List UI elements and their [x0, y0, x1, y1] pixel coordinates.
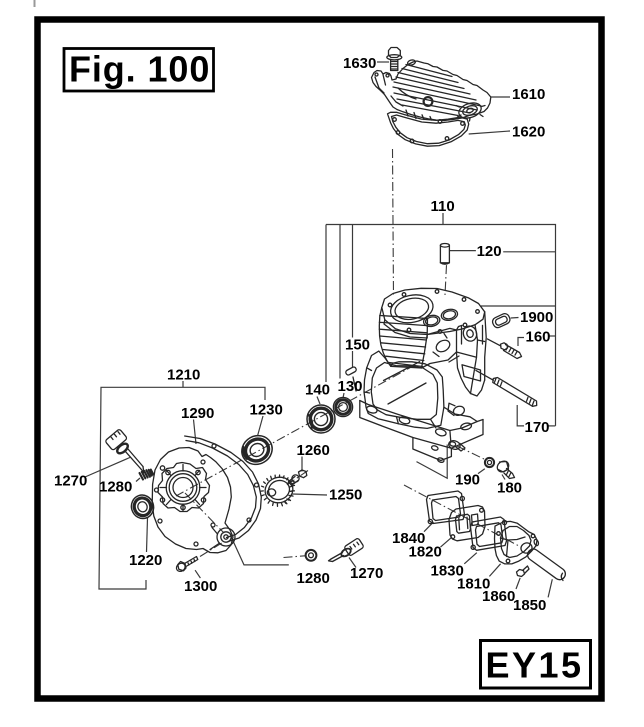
- svg-text:Fig. 100: Fig. 100: [69, 49, 210, 90]
- svg-text:130: 130: [338, 378, 363, 395]
- svg-text:1630: 1630: [343, 55, 376, 72]
- svg-text:1250: 1250: [329, 487, 362, 504]
- svg-text:1220: 1220: [129, 552, 162, 569]
- svg-text:1610: 1610: [512, 86, 545, 103]
- svg-text:1850: 1850: [513, 597, 546, 614]
- svg-text:1620: 1620: [512, 124, 545, 141]
- svg-text:180: 180: [497, 480, 522, 497]
- svg-text:1840: 1840: [392, 530, 425, 547]
- svg-text:120: 120: [477, 243, 502, 260]
- svg-text:EY15: EY15: [486, 645, 584, 686]
- svg-text:1230: 1230: [250, 402, 283, 419]
- svg-text:1270: 1270: [350, 565, 383, 582]
- svg-text:1820: 1820: [409, 544, 442, 561]
- svg-text:110: 110: [431, 198, 455, 215]
- svg-text:1280: 1280: [297, 570, 330, 587]
- svg-text:1810: 1810: [457, 576, 490, 593]
- svg-text:1270: 1270: [54, 473, 87, 490]
- svg-text:1830: 1830: [431, 563, 464, 580]
- svg-text:1260: 1260: [297, 442, 330, 459]
- svg-text:190: 190: [455, 472, 480, 489]
- svg-text:1900: 1900: [520, 309, 553, 326]
- svg-text:1280: 1280: [99, 479, 132, 496]
- svg-text:150: 150: [345, 337, 370, 354]
- svg-text:1290: 1290: [181, 405, 214, 422]
- svg-text:1860: 1860: [482, 588, 515, 605]
- svg-text:160: 160: [526, 329, 551, 346]
- svg-text:1300: 1300: [184, 578, 217, 595]
- svg-text:1210: 1210: [167, 367, 200, 384]
- svg-text:140: 140: [305, 382, 330, 399]
- svg-text:170: 170: [525, 419, 550, 436]
